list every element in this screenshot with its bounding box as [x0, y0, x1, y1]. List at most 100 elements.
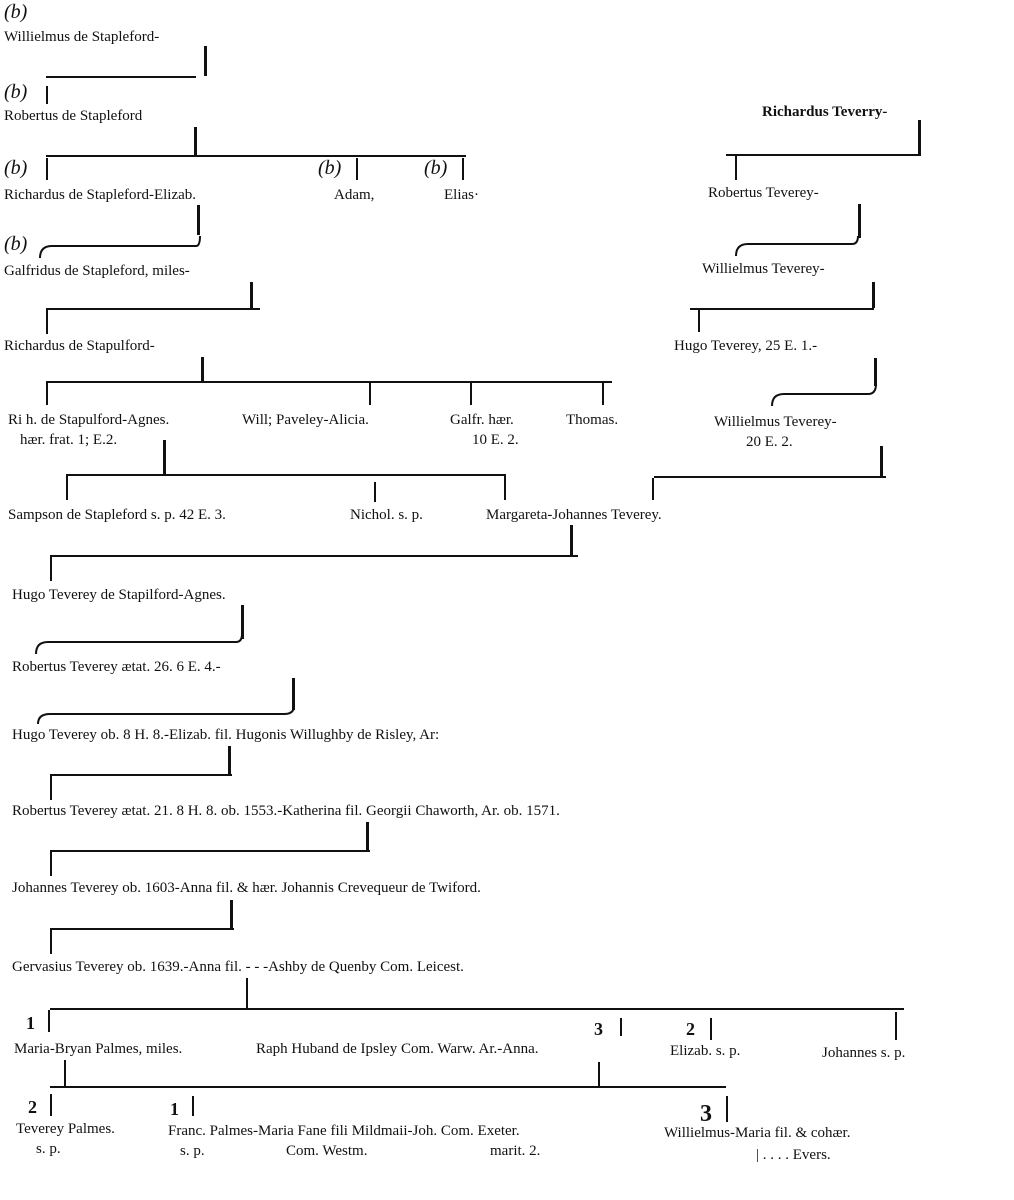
sibling-bar [66, 474, 506, 476]
child-tick [46, 86, 48, 104]
birth-order-number: 3 [700, 1101, 712, 1127]
name-hugo-ob-8h8: Hugo Teverey ob. 8 H. 8.-Elizab. fil. Hu… [12, 727, 440, 743]
child-tick [46, 310, 48, 334]
name-willielmus-teverey: Willielmus Teverey- [702, 261, 825, 277]
child-tick [50, 930, 52, 954]
descent-line [874, 358, 877, 386]
child-tick [602, 383, 604, 405]
sibling-bar [46, 381, 612, 383]
child-tick [50, 852, 52, 876]
descent-line [872, 282, 875, 308]
descent-line [598, 1062, 600, 1088]
birth-order-number: 3 [594, 1019, 603, 1039]
sibling-bar [726, 154, 918, 156]
note-galfr: 10 E. 2. [472, 432, 519, 448]
child-tick [369, 383, 371, 405]
name-will-paveley: Will; Paveley-Alicia. [242, 412, 369, 428]
sibling-bar [690, 308, 874, 310]
name-robertus-aetat-26: Robertus Teverey ætat. 26. 6 E. 4.- [12, 659, 221, 675]
descent-line [230, 900, 233, 928]
descent-line [292, 678, 295, 710]
child-tick [48, 1010, 50, 1032]
name-willielmus-teverey-20: Willielmus Teverey- [714, 414, 837, 430]
child-tick [50, 1094, 52, 1116]
birth-order-number: 1 [170, 1099, 179, 1119]
name-galfridus-de-stapleford: Galfridus de Stapleford, miles- [4, 263, 190, 279]
descent-line [64, 1060, 66, 1086]
descent-line [228, 746, 231, 774]
name-thomas: Thomas. [566, 412, 619, 428]
b-marker-galfridus: (b) [4, 233, 28, 255]
birth-order-number: 2 [686, 1019, 695, 1039]
descent-line [197, 205, 200, 235]
sibling-bar [46, 155, 466, 157]
name-galfr: Galfr. hær. [450, 412, 514, 428]
child-tick [66, 476, 68, 500]
descent-line [246, 978, 248, 1008]
name-sampson: Sampson de Stapleford s. p. 42 E. 3. [8, 507, 226, 523]
sibling-bar [46, 76, 196, 78]
descent-line [858, 204, 861, 238]
child-tick [504, 476, 506, 500]
name-rich-stapulford-agnes: Ri h. de Stapulford-Agnes. [8, 412, 170, 428]
descent-line [194, 127, 197, 155]
name-johannes-sp: Johannes s. p. [822, 1045, 906, 1061]
b-marker-elias: (b) [424, 157, 448, 179]
child-tick [620, 1018, 622, 1036]
note-rich-agnes: hær. frat. 1; E.2. [20, 432, 118, 448]
sibling-bar [50, 1008, 904, 1010]
note-marit-2: marit. 2. [490, 1143, 541, 1159]
child-tick [698, 310, 700, 332]
b-marker-richardus: (b) [4, 157, 28, 179]
name-richardus-elizab: Richardus de Stapleford-Elizab. [4, 187, 197, 203]
sibling-bar [50, 928, 234, 930]
descent-line [918, 120, 921, 156]
note-teverey-palmes: s. p. [36, 1141, 61, 1157]
descent-line [241, 605, 244, 639]
sibling-bar [654, 476, 886, 478]
name-robertus-teverey: Robertus Teverey- [708, 185, 819, 201]
name-teverey-palmes: Teverey Palmes. [16, 1121, 115, 1137]
child-tick [726, 1096, 728, 1122]
name-evers: | . . . . Evers. [756, 1147, 831, 1163]
name-elias: Elias· [444, 187, 479, 203]
name-elizab-sp: Elizab. s. p. [670, 1043, 741, 1059]
child-tick [50, 776, 52, 800]
name-hugo-teverey-25: Hugo Teverey, 25 E. 1.- [674, 338, 818, 354]
child-tick [895, 1012, 897, 1040]
child-tick [356, 158, 358, 180]
birth-order-number: 1 [26, 1013, 35, 1033]
name-willielmus-maria: Willielmus-Maria fil. & cohær. [664, 1125, 851, 1141]
b-marker-willielmus: (b) [4, 1, 28, 23]
name-richardus-de-stapulford: Richardus de Stapulford- [4, 338, 155, 354]
note-franc-palmes-sp: s. p. [180, 1143, 205, 1159]
descent-line [366, 822, 369, 850]
name-maria-bryan-palmes: Maria-Bryan Palmes, miles. [14, 1041, 183, 1057]
descent-line [201, 357, 204, 381]
descent-line [163, 440, 166, 474]
child-tick [470, 383, 472, 405]
child-tick [46, 158, 48, 180]
name-hugo-de-stapilford: Hugo Teverey de Stapilford-Agnes. [12, 587, 226, 603]
name-franc-palmes-maria-fane: Franc. Palmes-Maria Fane fili Mildmaii-J… [168, 1123, 520, 1139]
descent-line [570, 525, 573, 555]
name-richardus-teverry: Richardus Teverry- [762, 104, 888, 120]
descent-line [250, 282, 253, 308]
name-adam: Adam, [334, 187, 375, 203]
sibling-bar [50, 774, 232, 776]
name-nichol: Nichol. s. p. [350, 507, 423, 523]
descent-line [204, 46, 207, 76]
child-tick [735, 156, 737, 180]
child-tick [710, 1018, 712, 1040]
name-gervasius: Gervasius Teverey ob. 1639.-Anna fil. - … [12, 959, 464, 975]
birth-order-number: 2 [28, 1097, 37, 1117]
child-tick [374, 482, 376, 502]
name-robertus-aetat-21: Robertus Teverey ætat. 21. 8 H. 8. ob. 1… [12, 803, 560, 819]
descent-line [880, 446, 883, 476]
